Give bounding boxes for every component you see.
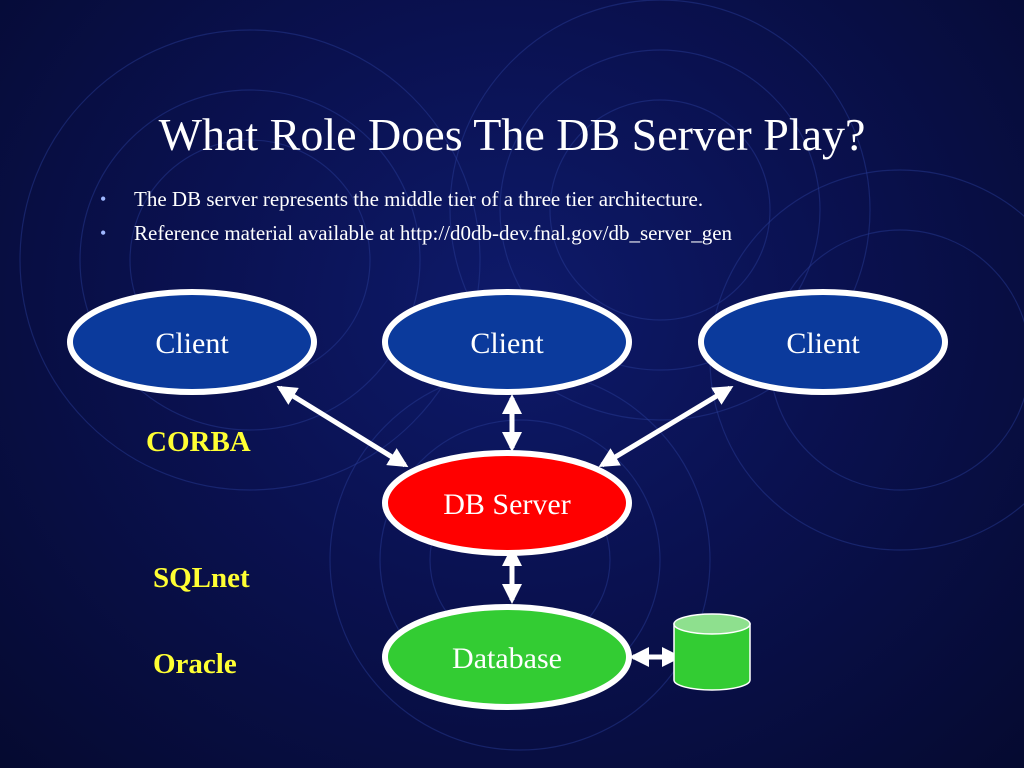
client-center-node: Client: [382, 289, 632, 395]
bullet-list: • The DB server represents the middle ti…: [100, 184, 732, 252]
client-left-node: Client: [67, 289, 317, 395]
client-center-label: Client: [470, 327, 544, 360]
database-label: Database: [452, 642, 562, 675]
client-right-label: Client: [786, 327, 860, 360]
database-node: Database: [382, 604, 632, 710]
bullet-icon: •: [100, 223, 107, 243]
corba-label: CORBA: [146, 426, 251, 458]
sqlnet-label: SQLnet: [153, 562, 250, 594]
bullet-item: • Reference material available at http:/…: [100, 218, 732, 252]
bullet-text: Reference material available at http://d…: [134, 221, 733, 245]
edge-client-right-server: [598, 385, 734, 468]
client-left-label: Client: [155, 327, 229, 360]
db-server-node: DB Server: [382, 450, 632, 556]
bullet-text: The DB server represents the middle tier…: [134, 187, 704, 211]
bullet-icon: •: [100, 189, 107, 209]
edge-client-left-server: [276, 385, 409, 468]
client-right-node: Client: [698, 289, 948, 395]
database-cylinder-icon: [673, 613, 751, 691]
slide-title: What Role Does The DB Server Play?: [158, 109, 866, 160]
bullet-item: • The DB server represents the middle ti…: [100, 184, 732, 218]
db-server-label: DB Server: [443, 488, 570, 521]
oracle-label: Oracle: [153, 648, 237, 680]
